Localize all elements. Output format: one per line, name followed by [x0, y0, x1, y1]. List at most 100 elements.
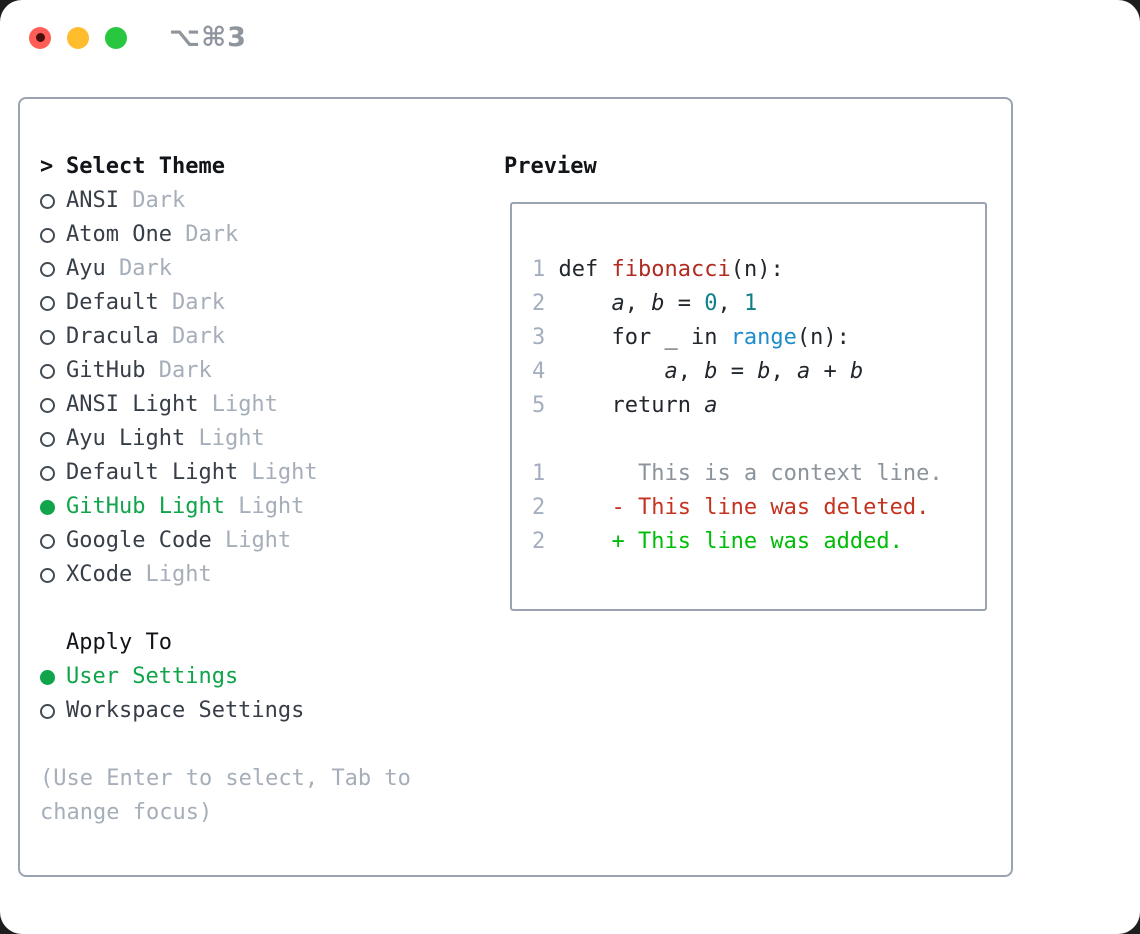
theme-option-dracula-dark[interactable]: Dracula Dark [40, 320, 411, 354]
circle-icon [40, 363, 55, 379]
theme-option-github-light-light[interactable]: GitHub Light Light [40, 490, 411, 524]
radio-selected-icon [40, 669, 66, 685]
theme-name: Ayu Light [66, 426, 186, 451]
code-line: 2 - This line was deleted. [532, 491, 985, 525]
theme-option-ansi-light-light[interactable]: ANSI Light Light [40, 388, 411, 422]
line-number: 1 [532, 257, 559, 282]
circle-icon [40, 703, 55, 719]
window-title-shortcut: ⌥⌘3 [169, 22, 247, 53]
keyboard-hint: (Use Enter to select, Tab to change focus… [40, 762, 411, 830]
code-token: b [651, 291, 665, 316]
code-token: a [664, 359, 678, 384]
code-line [532, 423, 985, 457]
code-line: 5 return a [532, 389, 985, 423]
theme-option-ayu-dark[interactable]: Ayu Dark [40, 252, 411, 286]
code-token: fibonacci [611, 257, 731, 282]
code-token: return [558, 393, 705, 418]
unsaved-dot-icon [35, 33, 45, 42]
theme-option-default-dark[interactable]: Default Dark [40, 286, 411, 320]
line-number: 2 [532, 291, 559, 316]
theme-option-ansi-dark[interactable]: ANSI Dark [40, 184, 411, 218]
code-token: , [717, 291, 744, 316]
code-token: for _ in [558, 325, 731, 350]
radio-unselected-icon [40, 363, 66, 379]
circle-icon [40, 295, 55, 311]
theme-name: Default [66, 290, 159, 315]
radio-unselected-icon [40, 533, 66, 549]
theme-variant-badge: Dark [158, 324, 225, 349]
theme-option-xcode-light[interactable]: XCode Light [40, 558, 411, 592]
line-number [532, 427, 559, 452]
radio-unselected-icon [40, 703, 66, 719]
code-token: + [810, 359, 850, 384]
titlebar: ⌥⌘3 [0, 0, 1140, 75]
theme-variant-badge: Light [198, 392, 278, 417]
focus-arrow-icon: > [40, 154, 54, 179]
theme-option-default-light-light[interactable]: Default Light Light [40, 456, 411, 490]
theme-name: Ayu [66, 256, 106, 281]
apply-to-header: Apply To [40, 626, 411, 660]
code-token: b [849, 359, 864, 384]
circle-icon [40, 193, 55, 209]
line-number: 2 [532, 495, 559, 520]
code-token: This is a context line. [558, 461, 943, 486]
line-number: 1 [532, 461, 559, 486]
code-token: - This line was deleted. [558, 495, 930, 520]
code-token: 1 [743, 291, 758, 316]
code-token: b [757, 359, 771, 384]
theme-option-atom-one-dark[interactable]: Atom One Dark [40, 218, 411, 252]
code-line: 2 + This line was added. [532, 525, 985, 559]
theme-option-ayu-light-light[interactable]: Ayu Light Light [40, 422, 411, 456]
apply-option-workspace-settings[interactable]: Workspace Settings [40, 694, 411, 728]
radio-unselected-icon [40, 193, 66, 209]
line-number: 3 [532, 325, 559, 350]
select-theme-title: Select Theme [66, 154, 225, 179]
minimize-button[interactable] [67, 26, 89, 49]
code-line: 2 a, b = 0, 1 [532, 287, 985, 321]
line-number: 2 [532, 529, 559, 554]
theme-name: Atom One [66, 222, 172, 247]
circle-icon [40, 567, 55, 583]
theme-name: Default Light [66, 460, 239, 485]
close-button[interactable] [29, 26, 51, 49]
radio-unselected-icon [40, 465, 66, 481]
code-token: (n): [796, 325, 850, 350]
theme-option-google-code-light[interactable]: Google Code Light [40, 524, 411, 558]
theme-variant-badge: Dark [118, 188, 186, 213]
apply-option-user-settings[interactable]: User Settings [40, 660, 411, 694]
code-token [559, 291, 612, 316]
circle-icon [40, 397, 55, 413]
code-token: a [796, 359, 811, 384]
theme-name: ANSI Light [66, 392, 199, 417]
maximize-button[interactable] [105, 26, 127, 49]
code-token: def [558, 257, 612, 282]
preview-title: Preview [504, 154, 597, 179]
code-token: , [770, 359, 797, 384]
hint-line: change focus) [40, 800, 213, 825]
circle-icon [40, 261, 55, 277]
code-token: a [611, 291, 625, 316]
theme-variant-badge: Dark [171, 222, 239, 247]
radio-unselected-icon [40, 261, 66, 277]
apply-option-label: Workspace Settings [66, 698, 305, 723]
theme-variant-badge: Light [211, 528, 292, 553]
code-token: 0 [704, 291, 718, 316]
code-line: 1 def fibonacci(n): [532, 253, 985, 287]
circle-icon [40, 227, 55, 243]
radio-unselected-icon [40, 397, 66, 413]
spacer [40, 592, 411, 626]
code-line: 1 This is a context line. [532, 457, 985, 491]
theme-variant-badge: Light [132, 562, 212, 587]
code-line: 3 for _ in range(n): [532, 321, 985, 355]
circle-icon [40, 533, 55, 549]
line-number: 4 [532, 359, 559, 384]
hint-line: (Use Enter to select, Tab to [40, 766, 411, 791]
theme-name: ANSI [66, 188, 119, 213]
radio-selected-icon [40, 499, 66, 515]
theme-option-github-dark[interactable]: GitHub Dark [40, 354, 411, 388]
circle-icon [40, 329, 55, 345]
code-token: = [664, 291, 705, 316]
code-line: 4 a, b = b, a + b [532, 355, 985, 389]
